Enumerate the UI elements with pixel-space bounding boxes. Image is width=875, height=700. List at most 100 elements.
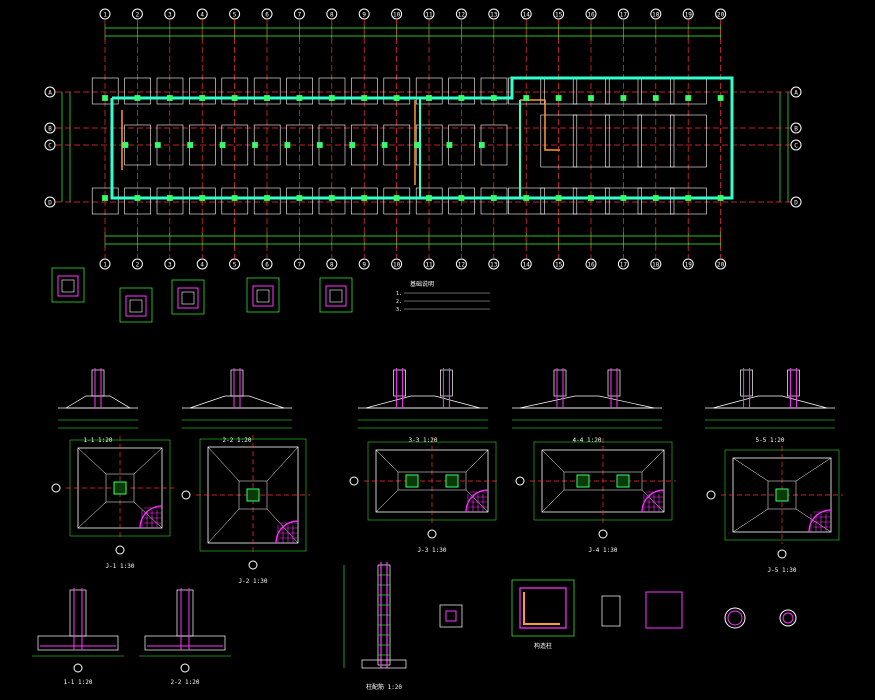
axis-bubble bbox=[261, 258, 273, 270]
axis-bubble bbox=[261, 8, 273, 20]
footing-outline bbox=[189, 187, 216, 215]
axis-bubble bbox=[706, 490, 716, 500]
footing-outline bbox=[637, 114, 675, 168]
slope-line bbox=[375, 489, 399, 513]
column-mark bbox=[446, 142, 453, 148]
axis-bubble bbox=[650, 258, 662, 270]
column-mark bbox=[685, 95, 692, 101]
column-mark bbox=[523, 95, 530, 101]
column-mark bbox=[316, 142, 323, 148]
axis-bubble bbox=[164, 258, 176, 270]
column-mark bbox=[405, 474, 419, 488]
slope-line bbox=[732, 457, 769, 482]
column-mark bbox=[523, 195, 530, 201]
column-mark bbox=[458, 195, 465, 201]
axis-label: C bbox=[48, 143, 52, 150]
axis-bubble bbox=[585, 8, 597, 20]
footing-outline bbox=[540, 187, 578, 215]
column-mark bbox=[588, 95, 594, 101]
pedestal-outline bbox=[105, 473, 135, 503]
footing-outline bbox=[415, 187, 443, 215]
column-mark bbox=[685, 195, 692, 201]
axis-label: 16 bbox=[587, 12, 595, 19]
detail-title: 构造柱 bbox=[534, 642, 552, 650]
section-column bbox=[787, 369, 800, 397]
slope-line bbox=[207, 508, 240, 544]
axis-label: 4 bbox=[200, 262, 204, 269]
footing-title: J-3 1:30 bbox=[418, 547, 447, 554]
column-mark bbox=[246, 488, 260, 502]
detail-rebar bbox=[57, 275, 79, 297]
axis-label: 16 bbox=[587, 262, 595, 269]
section-column bbox=[91, 369, 105, 397]
column-mark bbox=[490, 195, 497, 201]
axis-bubble bbox=[488, 258, 500, 270]
footing-outline bbox=[637, 187, 675, 215]
footing-outline bbox=[670, 187, 707, 215]
column-mark bbox=[393, 195, 400, 201]
column-mark bbox=[154, 142, 161, 148]
footing-outline bbox=[351, 187, 378, 215]
foundation-beam bbox=[110, 76, 734, 200]
column-mark bbox=[219, 142, 226, 148]
column-mark bbox=[414, 142, 420, 148]
column-mark bbox=[620, 195, 627, 201]
foundation-plan: 1122334455667788991010111112121313141415… bbox=[44, 8, 802, 270]
slope-line bbox=[207, 446, 240, 482]
axis-label: 14 bbox=[523, 262, 531, 269]
axis-bubble bbox=[391, 8, 403, 20]
column-mark bbox=[231, 95, 238, 101]
axis-label: 2 bbox=[136, 12, 140, 19]
footing-title: J-4 1:30 bbox=[589, 547, 618, 554]
axis-label: 7 bbox=[298, 12, 302, 19]
axis-bubble bbox=[391, 258, 403, 270]
axis-bubble bbox=[455, 258, 467, 270]
column-mark bbox=[166, 195, 173, 201]
footing-outline bbox=[480, 187, 508, 215]
footing-outline bbox=[124, 187, 151, 215]
strip-wall bbox=[176, 589, 194, 637]
column-mark bbox=[620, 95, 627, 101]
column-mark bbox=[264, 95, 270, 101]
column-mark bbox=[102, 195, 108, 201]
section-column bbox=[440, 369, 453, 397]
column-mark bbox=[328, 195, 335, 201]
column-mark bbox=[134, 95, 141, 101]
pedestal-outline bbox=[238, 480, 268, 510]
axis-bubble bbox=[196, 8, 208, 20]
axis-label: 13 bbox=[490, 262, 498, 269]
column-mark bbox=[616, 474, 630, 488]
axis-label: B bbox=[48, 126, 52, 133]
footing-outline bbox=[318, 77, 346, 105]
column-mark bbox=[445, 474, 459, 488]
axis-label: 3 bbox=[168, 12, 172, 19]
footing-outline bbox=[351, 77, 378, 105]
column-mark bbox=[555, 195, 562, 201]
axis-bubble bbox=[196, 258, 208, 270]
axis-bubble bbox=[553, 258, 565, 270]
axis-bubble bbox=[131, 8, 143, 20]
axis-bubble bbox=[790, 86, 802, 98]
axis-bubble bbox=[455, 8, 467, 20]
footing-outline bbox=[605, 114, 642, 168]
strip-footing bbox=[144, 635, 226, 651]
rebar-quadrant bbox=[465, 489, 489, 513]
axis-label: 11 bbox=[425, 262, 433, 269]
axis-bubble bbox=[553, 8, 565, 20]
axis-label: B bbox=[794, 126, 798, 133]
footing-outline bbox=[670, 114, 707, 168]
axis-bubble bbox=[427, 529, 437, 539]
column-mark bbox=[555, 95, 562, 101]
slope-line bbox=[641, 489, 665, 513]
axis-label: 19 bbox=[685, 262, 693, 269]
footing-outline bbox=[572, 187, 610, 215]
axis-bubble bbox=[73, 663, 83, 673]
footing-title: J-2 1:30 bbox=[239, 578, 268, 585]
axis-label: 10 bbox=[393, 12, 401, 19]
detail-outline bbox=[601, 595, 621, 627]
axis-bubble bbox=[682, 258, 694, 270]
section-footing bbox=[64, 395, 132, 409]
axis-bubble bbox=[617, 8, 629, 20]
